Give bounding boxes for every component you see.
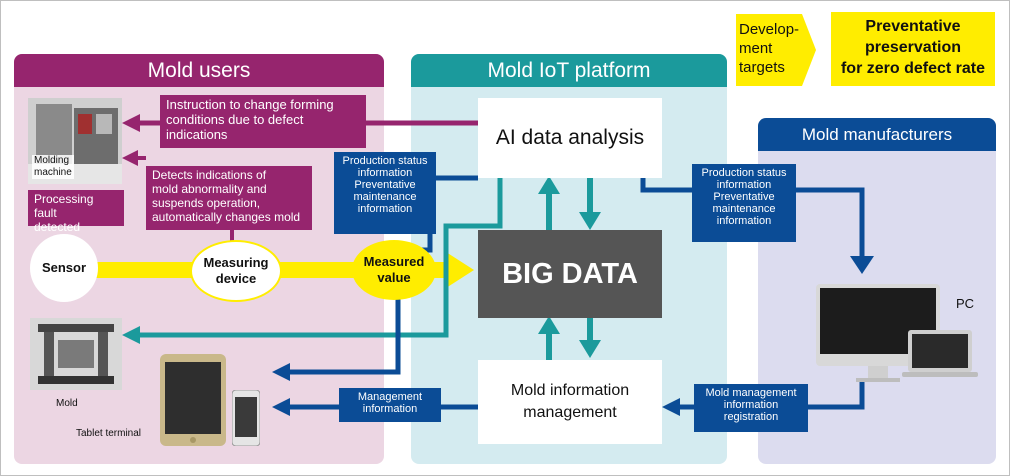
mold-info-mgmt-box: Mold information management <box>478 360 662 444</box>
measuring-device-node: Measuring device <box>190 240 282 302</box>
goal-line-1: Preventative <box>865 18 961 35</box>
prod-right-line-1: Production status <box>701 167 787 179</box>
measured-line-1: Measured <box>363 254 425 269</box>
big-data-box: BIG DATA <box>478 230 662 318</box>
prod-left-line-2: information <box>357 167 413 179</box>
detects-line-1: Detects indications of <box>152 168 267 182</box>
mold-image <box>30 318 122 390</box>
goal-box: Preventative preservation for zero defec… <box>831 12 995 86</box>
molding-line-1: Molding <box>34 155 70 166</box>
goal-line-3: for zero defect rate <box>840 60 986 77</box>
prod-left-line-3: Preventative <box>354 179 416 191</box>
mold-mgmt-registration-box: Mold management information registration <box>694 384 808 432</box>
fault-box: Processing fault detected <box>28 190 124 234</box>
prod-left-line-5: information <box>357 203 413 215</box>
tablet-icon <box>160 354 226 446</box>
detects-line-4: automatically changes mold <box>152 210 301 224</box>
mmir-line-3: registration <box>723 411 779 423</box>
smartphone-icon <box>232 390 260 446</box>
prod-right-line-4: maintenance <box>712 203 776 215</box>
instruction-line-3: indications <box>166 127 228 142</box>
instruction-box: Instruction to change forming conditions… <box>160 95 366 148</box>
targets-line-2: ment <box>739 40 773 57</box>
instruction-line-2: conditions due to defect <box>166 112 304 127</box>
measuring-line-1: Measuring <box>203 255 269 270</box>
prod-right-line-2: information <box>716 179 772 191</box>
prod-right-line-3: Preventative <box>713 191 775 203</box>
prod-left-line-4: maintenance <box>353 191 417 203</box>
mim-line-1: Mold information <box>510 382 630 399</box>
manufacturers-header: Mold manufacturers <box>758 118 996 151</box>
targets-line-3: targets <box>739 59 785 76</box>
prod-right-line-5: information <box>716 215 772 227</box>
mmir-line-2: information <box>723 399 779 411</box>
mgmt-line-2: information <box>362 403 418 415</box>
management-info-box: Management information <box>339 388 441 422</box>
molding-machine-image <box>28 98 122 184</box>
measured-value-node: Measured value <box>352 240 436 300</box>
measuring-line-2: device <box>215 271 257 286</box>
pc-caption: PC <box>956 296 975 311</box>
platform-header: Mold IoT platform <box>411 54 727 87</box>
tablet-caption: Tablet terminal <box>76 428 142 439</box>
detects-line-2: mold abnormality and <box>152 182 267 196</box>
mim-line-2: management <box>523 404 617 421</box>
ai-data-analysis-box: AI data analysis <box>478 98 662 178</box>
prod-status-right-box: Production status information Preventati… <box>692 164 796 242</box>
molding-machine-caption: Molding machine <box>32 155 74 179</box>
instruction-line-1: Instruction to change forming <box>166 97 334 112</box>
mold-caption: Mold <box>56 398 78 409</box>
users-header: Mold users <box>14 54 384 87</box>
detects-box: Detects indications of mold abnormality … <box>146 166 312 230</box>
molding-line-2: machine <box>34 167 72 178</box>
mmir-line-1: Mold management <box>705 387 797 399</box>
targets-line-1: Develop- <box>739 21 800 38</box>
fault-line-1: Processing fault <box>34 192 94 220</box>
sensor-node: Sensor <box>30 234 98 302</box>
measured-line-2: value <box>377 270 411 285</box>
detects-line-3: suspends operation, <box>152 196 261 210</box>
prod-left-line-1: Production status <box>342 155 428 167</box>
pc-monitor-icon <box>816 284 978 382</box>
prod-status-left-box: Production status information Preventati… <box>334 152 436 234</box>
mgmt-line-1: Management <box>357 391 423 403</box>
fault-line-2: detected <box>34 220 81 234</box>
targets-label: Develop- ment targets <box>736 14 816 86</box>
goal-line-2: preservation <box>864 39 962 56</box>
